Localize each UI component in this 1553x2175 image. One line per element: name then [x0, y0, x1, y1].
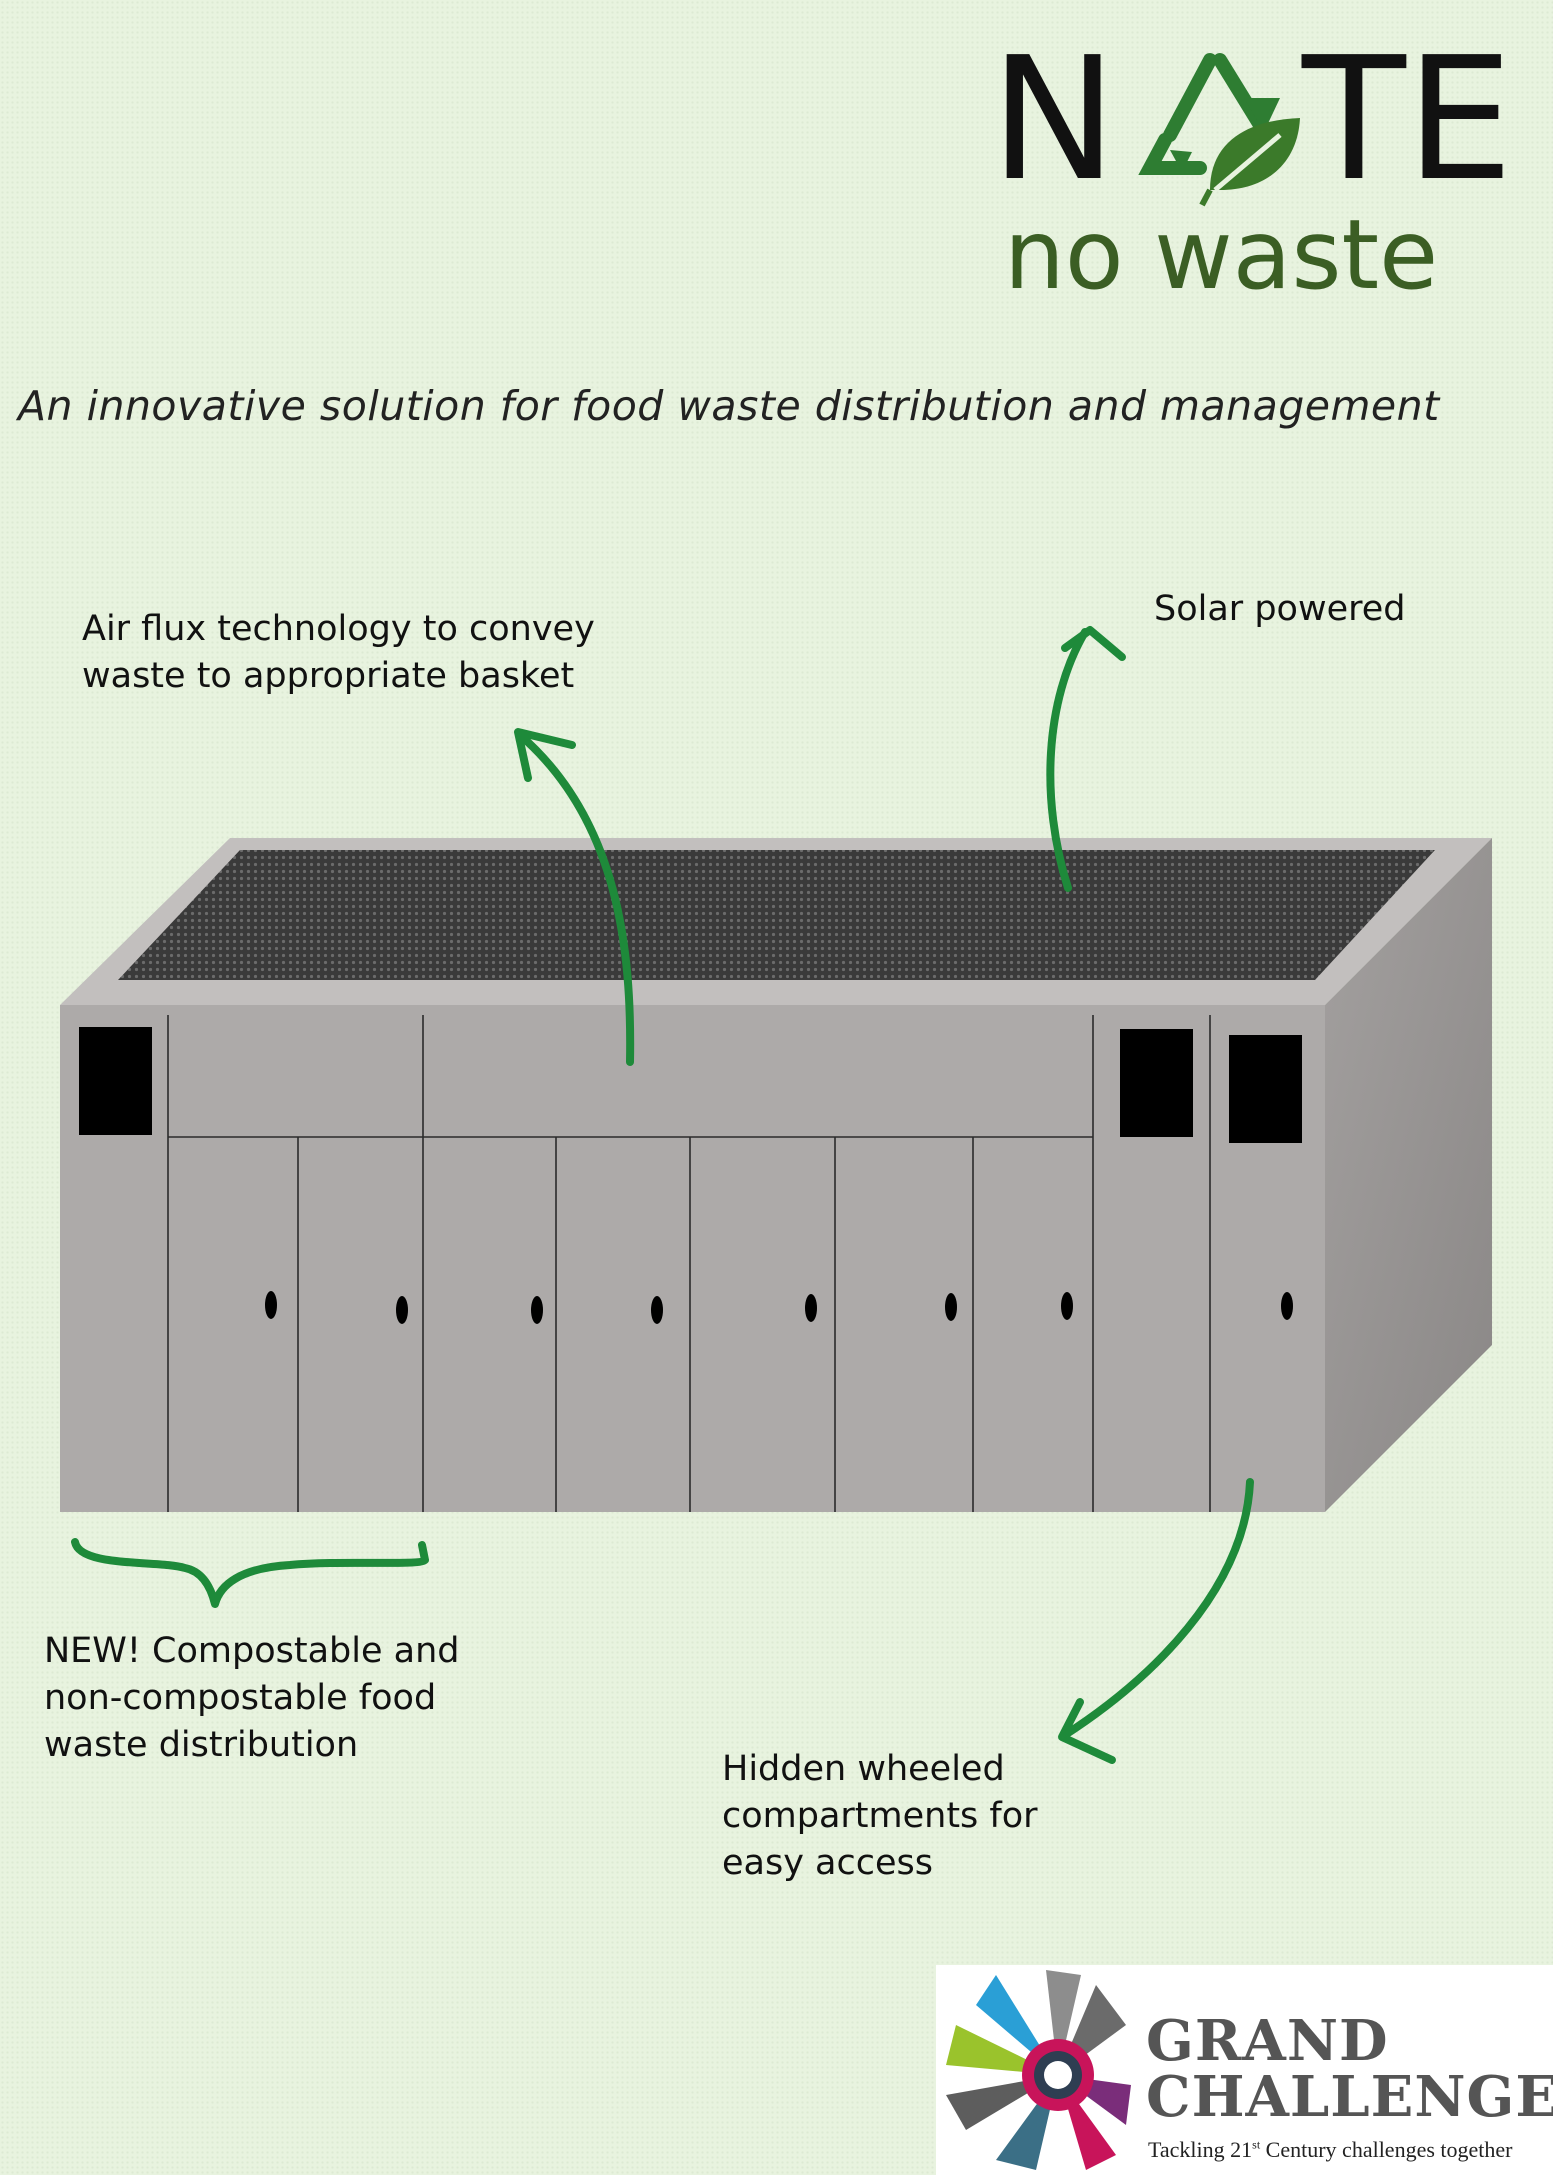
door-handle[interactable] — [945, 1293, 957, 1321]
tagline-pre: Tackling 21 — [1148, 2137, 1253, 2162]
machine-front-face — [60, 1005, 1325, 1512]
door-handle[interactable] — [396, 1296, 408, 1324]
logo-letters-te: TE — [1301, 30, 1513, 219]
tagline-sup: st — [1252, 2137, 1261, 2152]
bracket-compostable — [71, 1538, 429, 1608]
callout-hidden-compartments: Hidden wheeled compartments for easy acc… — [722, 1749, 1038, 1883]
callout-compostable-distribution: NEW! Compostable and non-compostable foo… — [44, 1631, 460, 1765]
door-handle[interactable] — [1061, 1292, 1073, 1320]
waste-slot[interactable] — [1229, 1035, 1302, 1143]
callout-air-flux: Air flux technology to convey waste to a… — [82, 609, 595, 696]
arrow-solar-head — [1061, 626, 1126, 661]
note-no-waste-logo: N TE no waste — [990, 30, 1513, 310]
tagline: An innovative solution for food waste di… — [18, 382, 1440, 430]
waste-slot[interactable] — [1120, 1029, 1193, 1137]
door-handle[interactable] — [531, 1296, 543, 1324]
grand-challenges-spiral-icon — [946, 1970, 1131, 2170]
door-handle[interactable] — [651, 1296, 663, 1324]
grand-challenges-logo: GRAND CHALLENGES Tackling 21st Century c… — [936, 1965, 1553, 2175]
recycle-leaf-icon — [1138, 53, 1300, 207]
arrow-air-flux-head — [514, 728, 576, 782]
callout-solar-powered: Solar powered — [1154, 589, 1406, 629]
waste-slot[interactable] — [79, 1027, 152, 1135]
tagline-post: Century challenges together — [1260, 2137, 1513, 2162]
grand-challenges-tagline: Tackling 21st Century challenges togethe… — [1148, 2137, 1512, 2163]
door-handle[interactable] — [805, 1294, 817, 1322]
grand-challenges-line1: GRAND — [1146, 2008, 1389, 2074]
waste-machine-illustration — [60, 838, 1492, 1512]
solar-panel — [118, 850, 1435, 980]
machine-side-face — [1325, 838, 1492, 1512]
logo-letter-n: N — [990, 30, 1117, 219]
grand-challenges-line2: CHALLENGES — [1146, 2064, 1553, 2130]
door-handle[interactable] — [1281, 1292, 1293, 1320]
logo-subtitle: no waste — [1004, 199, 1438, 310]
door-handle[interactable] — [265, 1291, 277, 1319]
